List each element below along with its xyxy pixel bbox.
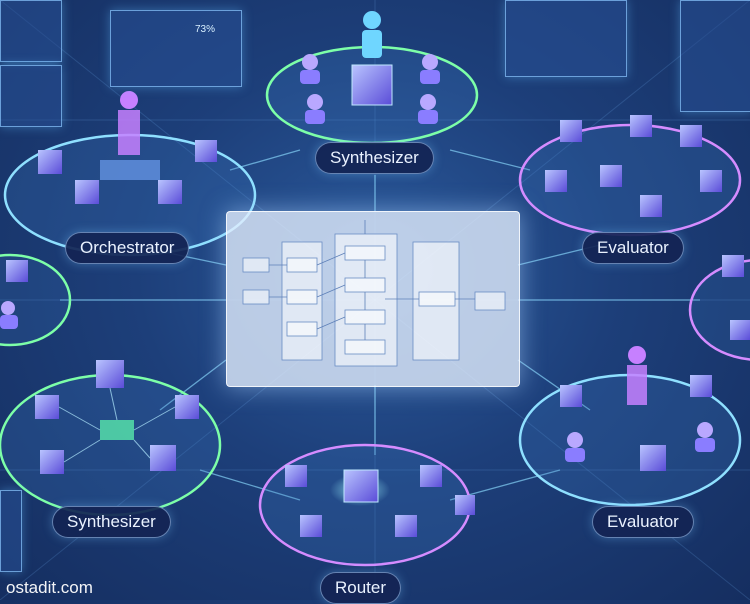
screen-readout: 73% [195,24,216,35]
screen-top-left [0,0,62,62]
label-router: Router [320,572,402,604]
flowchart-diagram [242,220,506,367]
label-orchestrator: Orchestrator [65,232,190,264]
ring-evaluator-bottom [518,346,742,507]
screen-top-left-dashboard [110,10,242,87]
label-synthesizer-top: Synthesizer [315,142,434,174]
ring-top-synthesizer [265,11,479,145]
ring-synthesizer-bottom [0,360,222,517]
screen-left-gauges [0,65,62,127]
watermark: ostadit.com [6,578,93,597]
screen-top-right-corner [680,0,750,112]
ring-evaluator-right [518,115,742,237]
label-evaluator-right: Evaluator [582,232,684,264]
center-flowchart-panel [226,211,520,387]
label-synthesizer-bottom: Synthesizer [52,506,171,538]
ring-router [258,443,475,567]
screen-bottom-left [0,490,22,572]
screen-top-right-chart [505,0,627,77]
label-evaluator-bottom: Evaluator [592,506,694,538]
